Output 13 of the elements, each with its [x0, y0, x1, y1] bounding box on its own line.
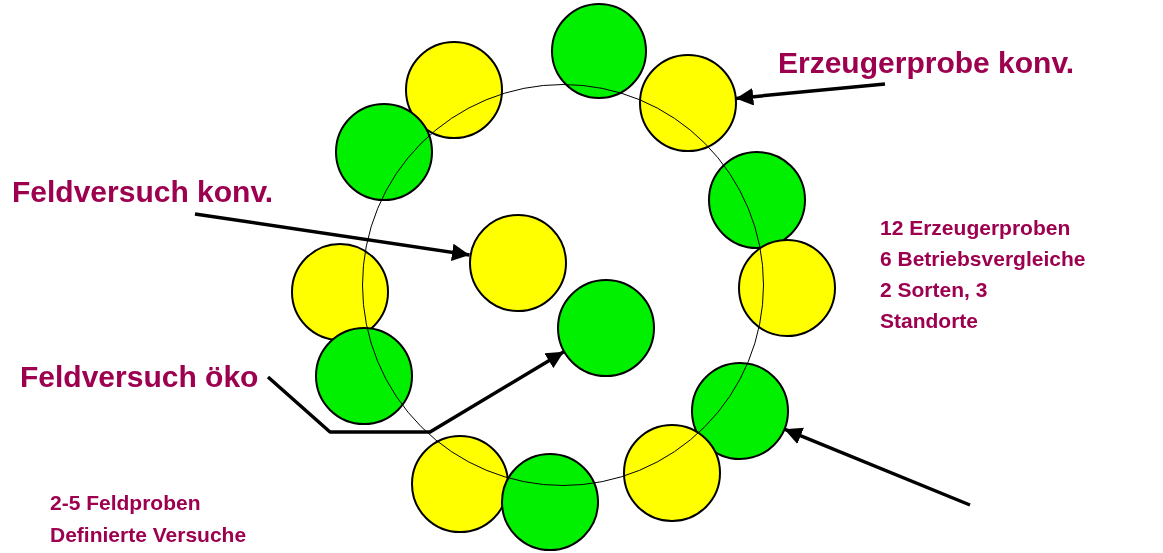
note-text: 12 Erzeugerproben [880, 215, 1071, 241]
arrow [735, 82, 886, 106]
arrow [783, 427, 971, 507]
note-text: 6 Betriebsvergleiche [880, 246, 1086, 272]
note-text: 2-5 Feldproben [50, 490, 201, 516]
note-text: 2 Sorten, 3 Standorte [880, 277, 989, 334]
sample-circle [315, 327, 413, 425]
arrow [194, 212, 470, 261]
callout-label: Erzeugerprobe konv. [778, 42, 1138, 84]
arrow [266, 350, 565, 434]
callout-label: Feldversuch öko [20, 355, 268, 399]
callout-label: Feldversuch konv. [12, 170, 332, 214]
note-text: Definierte Versuche [50, 522, 247, 548]
